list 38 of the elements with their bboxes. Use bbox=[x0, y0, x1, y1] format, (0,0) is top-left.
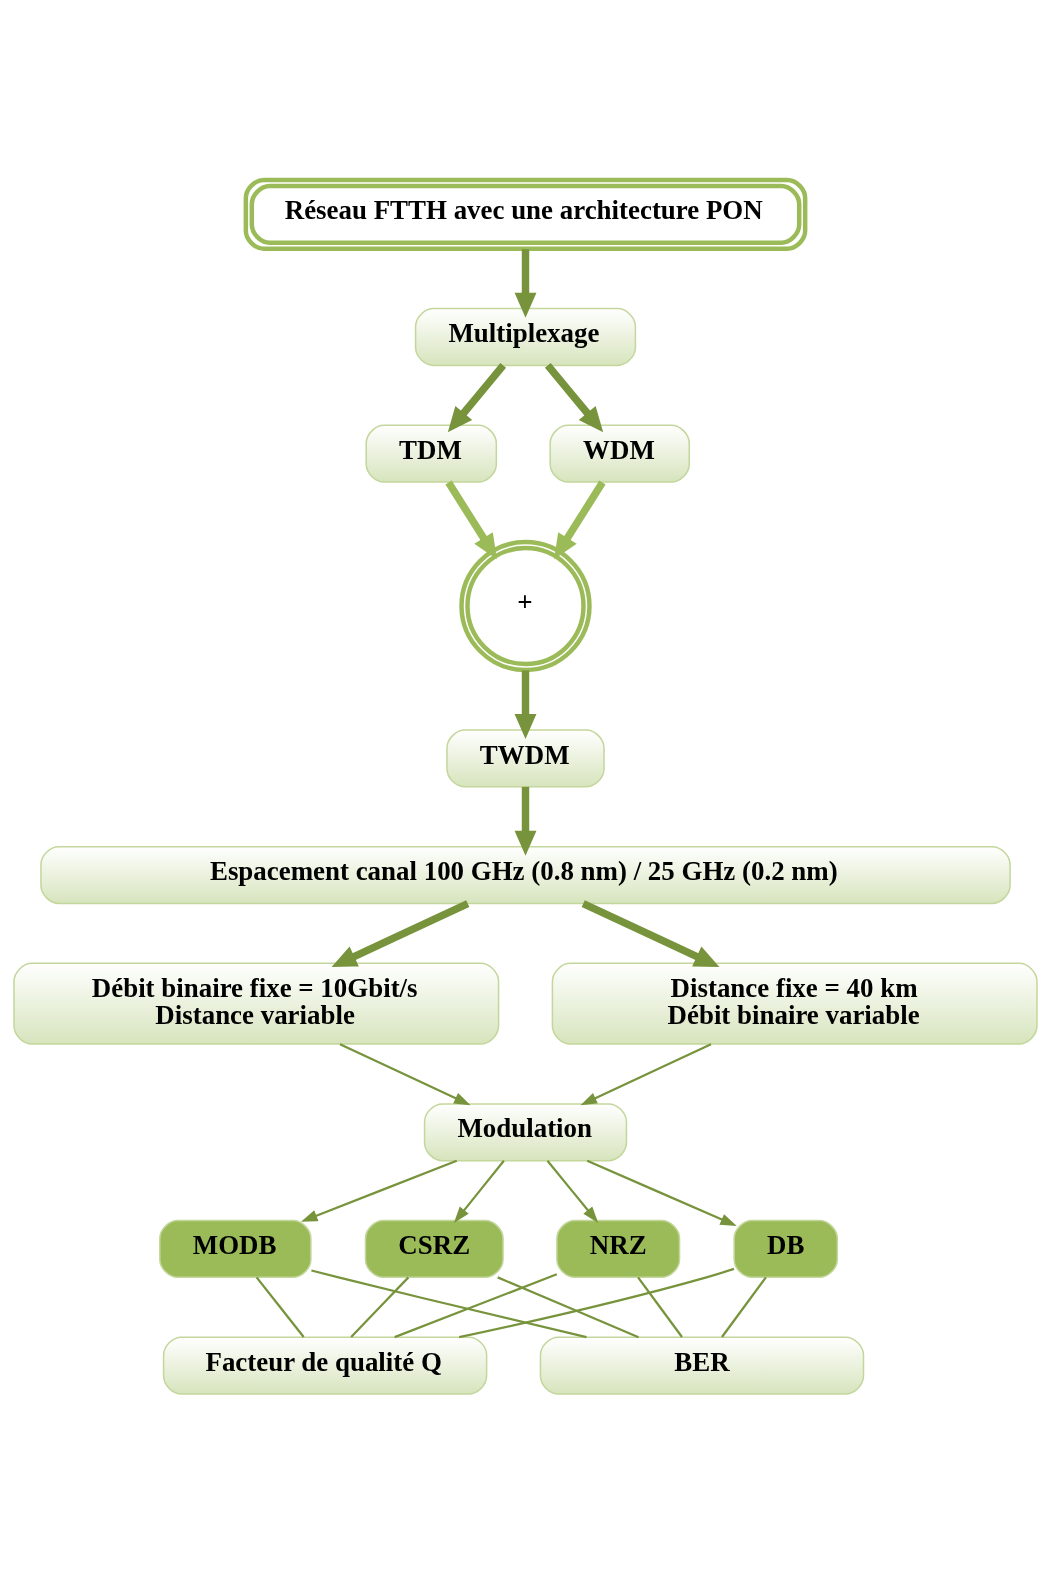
node-box: Réseau FTTH avec une architecture PON bbox=[243, 177, 808, 251]
arrow bbox=[300, 1159, 458, 1222]
arrow bbox=[554, 480, 606, 559]
node-box: WDM bbox=[549, 424, 690, 483]
arrow bbox=[544, 362, 604, 432]
node-box: Multiplexage bbox=[414, 307, 637, 366]
node-box: Facteur de qualité Q bbox=[162, 1335, 488, 1395]
node-box: CSRZ bbox=[364, 1219, 504, 1278]
node-box: Distance fixe = 40 km Débit binaire variable bbox=[551, 962, 1038, 1045]
connector bbox=[721, 1276, 767, 1338]
arrow bbox=[331, 899, 470, 967]
node-box: TDM bbox=[365, 424, 498, 483]
arrow bbox=[580, 1042, 712, 1105]
arrow bbox=[581, 899, 720, 967]
connector bbox=[350, 1276, 410, 1338]
connector bbox=[255, 1276, 305, 1338]
node-box: NRZ bbox=[556, 1219, 681, 1278]
arrow bbox=[445, 480, 497, 559]
connector bbox=[497, 1275, 639, 1338]
node-box: Débit binaire fixe = 10Gbit/s Distance variable bbox=[13, 962, 500, 1045]
node-box: DB bbox=[733, 1219, 839, 1278]
connector bbox=[394, 1272, 558, 1338]
node-box: Espacement canal 100 GHz (0.8 nm) / 25 GHz (0.2 nm) bbox=[40, 845, 1011, 904]
arrow bbox=[514, 786, 537, 856]
arrow bbox=[453, 1159, 505, 1223]
arrow bbox=[586, 1159, 737, 1226]
arrow bbox=[339, 1042, 471, 1105]
node-circle: + bbox=[459, 539, 592, 672]
arrow bbox=[447, 362, 507, 432]
node-box: MODB bbox=[159, 1219, 312, 1278]
node-box: Modulation bbox=[423, 1102, 628, 1161]
connector bbox=[311, 1268, 587, 1338]
connector bbox=[637, 1276, 683, 1338]
node-box: BER bbox=[539, 1335, 865, 1395]
arrow bbox=[546, 1159, 599, 1223]
node-box: TWDM bbox=[446, 728, 605, 788]
connector bbox=[458, 1267, 735, 1338]
arrow bbox=[514, 669, 537, 739]
